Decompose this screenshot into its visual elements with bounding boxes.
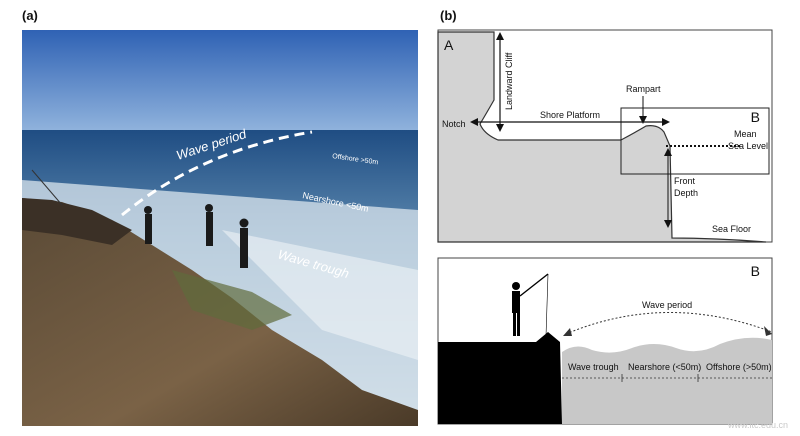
fishermen-silhouettes	[144, 204, 249, 268]
wave-zones-diagram: B Wave period Wave trough Nearshore (<50…	[436, 256, 776, 433]
depth-label: Depth	[674, 188, 698, 198]
mean-label: Mean	[734, 129, 757, 139]
sea-waves	[562, 337, 772, 424]
diagram-wave-period-label: Wave period	[642, 300, 692, 310]
notch-label: Notch	[442, 119, 466, 129]
sea-level-label: Sea Level	[728, 141, 768, 151]
wave-period-arc	[121, 130, 313, 217]
front-label: Front	[674, 176, 696, 186]
rampart-label: Rampart	[626, 84, 661, 94]
black-rock-platform	[438, 332, 562, 424]
sea-floor-label: Sea Floor	[712, 224, 751, 234]
diagram-wave-trough-label: Wave trough	[568, 362, 619, 372]
coastal-photo: Wave period Offshore >50m Nearshore <50m…	[22, 30, 418, 426]
fisherman-silhouette	[512, 282, 520, 336]
bottom-corner-b-label: B	[751, 263, 760, 279]
detail-box	[620, 107, 770, 175]
corner-b-label: B	[751, 109, 760, 125]
diagram-offshore-label: Offshore (>50m)	[706, 362, 772, 372]
watermark-text: www.itc.edu.cn	[727, 420, 788, 430]
panel-b-label: (b)	[440, 8, 457, 23]
wave-period-arc-diagram	[565, 312, 773, 335]
corner-a-label: A	[444, 37, 454, 53]
land-profile	[437, 31, 767, 243]
diagram-nearshore-label: Nearshore (<50m)	[628, 362, 701, 372]
panel-a-label: (a)	[22, 8, 38, 23]
sky-area	[22, 30, 418, 130]
shore-platform-label: Shore Platform	[540, 110, 600, 120]
shore-platform-diagram: A B Landward Cliff Notch Shore Platform …	[436, 28, 776, 251]
landward-cliff-label: Landward Cliff	[504, 52, 514, 110]
